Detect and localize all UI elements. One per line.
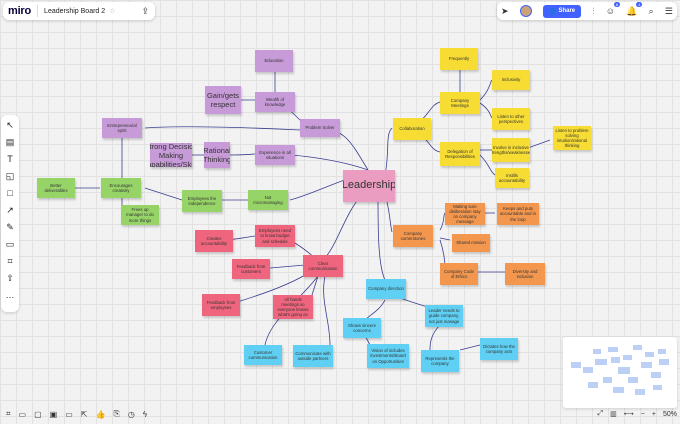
wealth-knowledge-note[interactable]: Wealth of knowledge — [255, 92, 295, 112]
company-meetings-note[interactable]: Company Meetings — [440, 92, 480, 114]
bell-icon[interactable]: 🔔4 — [626, 1, 643, 16]
reactions-icon[interactable]: ☺8 — [605, 2, 620, 16]
represents-company-note[interactable]: Represents the company — [421, 350, 459, 372]
inclusivity-note[interactable]: Inclusivity — [492, 70, 530, 90]
all-hands-note[interactable]: All hands meetings so everyone knows wha… — [273, 295, 313, 319]
board-header: miro Leadership Board 2 ☆ ⇪ — [3, 2, 155, 20]
bottom-collaboration-bar: ⌗ ▭ ▢ ▣ ▭ ⇱ 👍 ⎘ ◷ ϟ — [0, 404, 147, 424]
clear-communication-note[interactable]: Clear communication — [303, 255, 343, 277]
avatar[interactable] — [519, 5, 532, 17]
diversity-note[interactable]: Diversity and inclusion — [505, 263, 545, 285]
chat-icon[interactable]: ▢ — [34, 409, 42, 419]
timer-icon[interactable]: ◷ — [127, 409, 135, 419]
collaboration-toolbar: ➤ 👤Share ⫶ ☺8 🔔4 ⌕ ☰ — [497, 1, 677, 20]
video-icon[interactable]: ⎘ — [113, 409, 120, 418]
activity-icon[interactable]: ϟ — [142, 409, 148, 419]
creation-toolbar: ↖ ▤ T ◱ □ ↗ ✎ ▭ ⌗ ⇧ … — [1, 115, 19, 312]
cursor-arrow-icon[interactable]: ➤ — [501, 5, 509, 16]
creates-accountability-note[interactable]: Creates accountability — [195, 230, 233, 252]
more-tools-icon[interactable]: … — [5, 290, 15, 300]
upload-icon[interactable]: ⇧ — [6, 273, 14, 283]
frequently-note[interactable]: Frequently — [440, 48, 478, 70]
better-deliverables-note[interactable]: Better deliverables — [37, 178, 75, 198]
employees-budget-note[interactable]: Employees need to know budget and schedu… — [255, 225, 295, 247]
listen-problem-note[interactable]: Listen to problem solving intuition/rati… — [553, 126, 591, 150]
gain-respect-note[interactable]: Gain/gets respect — [205, 86, 241, 114]
select-cursor-icon[interactable]: ↖ — [6, 120, 14, 130]
export-icon[interactable]: ⇪ — [141, 5, 149, 16]
comment-icon[interactable]: ▭ — [5, 239, 15, 249]
shared-mission-note[interactable]: Shared mission — [452, 234, 490, 252]
screen-share-icon[interactable]: ▭ — [65, 409, 73, 419]
communicates-outside-note[interactable]: Communicate with outside partners — [293, 345, 333, 367]
templates-icon[interactable]: ▤ — [5, 137, 15, 147]
feedback-employees-note[interactable]: Feedback from employees — [202, 294, 240, 316]
making-deliberation-note[interactable]: Making sure deliberation stay on company… — [445, 203, 485, 225]
fullscreen-icon[interactable]: ⤢ — [597, 410, 604, 417]
reactions-badge: 8 — [613, 2, 620, 7]
leader-guide-note[interactable]: Leader needs to guide company, not just … — [425, 305, 463, 327]
share-button[interactable]: 👤Share — [542, 4, 582, 18]
board-menu-icon[interactable]: ☰ — [664, 5, 673, 16]
sticky-note-icon[interactable]: ◱ — [5, 171, 15, 181]
voting-icon[interactable]: 👍 — [95, 409, 106, 419]
experience-note[interactable]: Experience in all situations — [255, 145, 295, 165]
listen-perspectives-note[interactable]: Listen to other perspectives — [492, 108, 530, 130]
board-minimap[interactable] — [563, 337, 677, 408]
fit-to-screen-icon[interactable]: ⟷ — [623, 411, 634, 418]
zoom-out-icon[interactable]: − — [640, 410, 645, 418]
shapes-icon[interactable]: □ — [7, 188, 13, 198]
pen-icon[interactable]: ✎ — [6, 222, 14, 232]
keeps-accountable-note[interactable]: Keeps and puts accountable and in the lo… — [497, 203, 539, 225]
miro-logo[interactable]: miro — [8, 5, 32, 17]
feedback-customers-note[interactable]: Feedback from customers — [232, 259, 270, 279]
problem-solver-note[interactable]: Problem Solver — [300, 119, 340, 137]
delegation-note[interactable]: Delegation of Responsibilities — [440, 142, 480, 166]
collaboration-note[interactable]: Collaboration — [393, 118, 431, 140]
share-label: Share — [558, 8, 576, 14]
vision-includes-note[interactable]: Vision of includes investments/Board on … — [367, 344, 409, 368]
rational-thinking-note[interactable]: Rational Thinking — [204, 142, 230, 168]
accountability-note[interactable]: Instills accountability — [495, 168, 529, 188]
header-divider — [37, 5, 39, 17]
strong-decision-note[interactable]: Strong Decision Making Capabilities/Skil… — [150, 143, 192, 167]
frees-manager-note[interactable]: Frees up manager to do more things — [121, 205, 159, 225]
company-direction-note[interactable]: Company direction — [366, 279, 406, 299]
frames-icon[interactable]: ⌗ — [6, 409, 11, 418]
board-name[interactable]: Leadership Board 2 — [44, 7, 106, 15]
zoom-in-icon[interactable]: + — [651, 410, 656, 418]
employees-independence-note[interactable]: Employees the independence — [182, 190, 222, 212]
shows-sincere-note[interactable]: Shows sincere concerns — [343, 318, 381, 338]
settings-sliders-icon[interactable]: ⫶ — [592, 5, 595, 16]
star-icon[interactable]: ☆ — [109, 8, 116, 15]
customer-communication-note[interactable]: Customer communication — [244, 345, 282, 365]
inclusive-strengths-note[interactable]: Involve in inclusive strengths/weaknesse… — [492, 138, 530, 162]
encourages-creativity-note[interactable]: Encourages creativity — [101, 178, 141, 198]
connection-line-icon[interactable]: ↗ — [6, 205, 14, 215]
not-micromanaging-note[interactable]: Not micromanaging — [248, 190, 288, 210]
education-note[interactable]: Education — [255, 50, 293, 72]
entrepreneurial-note[interactable]: Entrepreneurial spirit — [102, 118, 142, 138]
zoom-level[interactable]: 50% — [662, 410, 677, 418]
zoom-controls: ⤢ ▥ ⟷ − + 50% — [598, 406, 677, 422]
company-cornerstones-note[interactable]: Company cornerstones — [393, 225, 433, 247]
frame-icon[interactable]: ⌗ — [7, 256, 13, 266]
share-screen-icon[interactable]: ⇱ — [80, 409, 88, 419]
minimap-toggle-icon[interactable]: ▥ — [610, 411, 617, 418]
comments-icon[interactable]: ▭ — [18, 409, 27, 419]
cards-icon[interactable]: ▣ — [49, 409, 58, 419]
share-user-icon: 👤 — [548, 8, 557, 15]
search-icon[interactable]: ⌕ — [648, 5, 654, 16]
dictates-ceo-note[interactable]: Dictates how the company acts — [480, 338, 518, 360]
text-tool-icon[interactable]: T — [7, 154, 13, 164]
code-ethics-note[interactable]: Company Code of Ethics — [440, 263, 478, 285]
notifications-badge: 4 — [636, 1, 643, 7]
leadership-central-note[interactable]: Leadership — [343, 170, 395, 202]
